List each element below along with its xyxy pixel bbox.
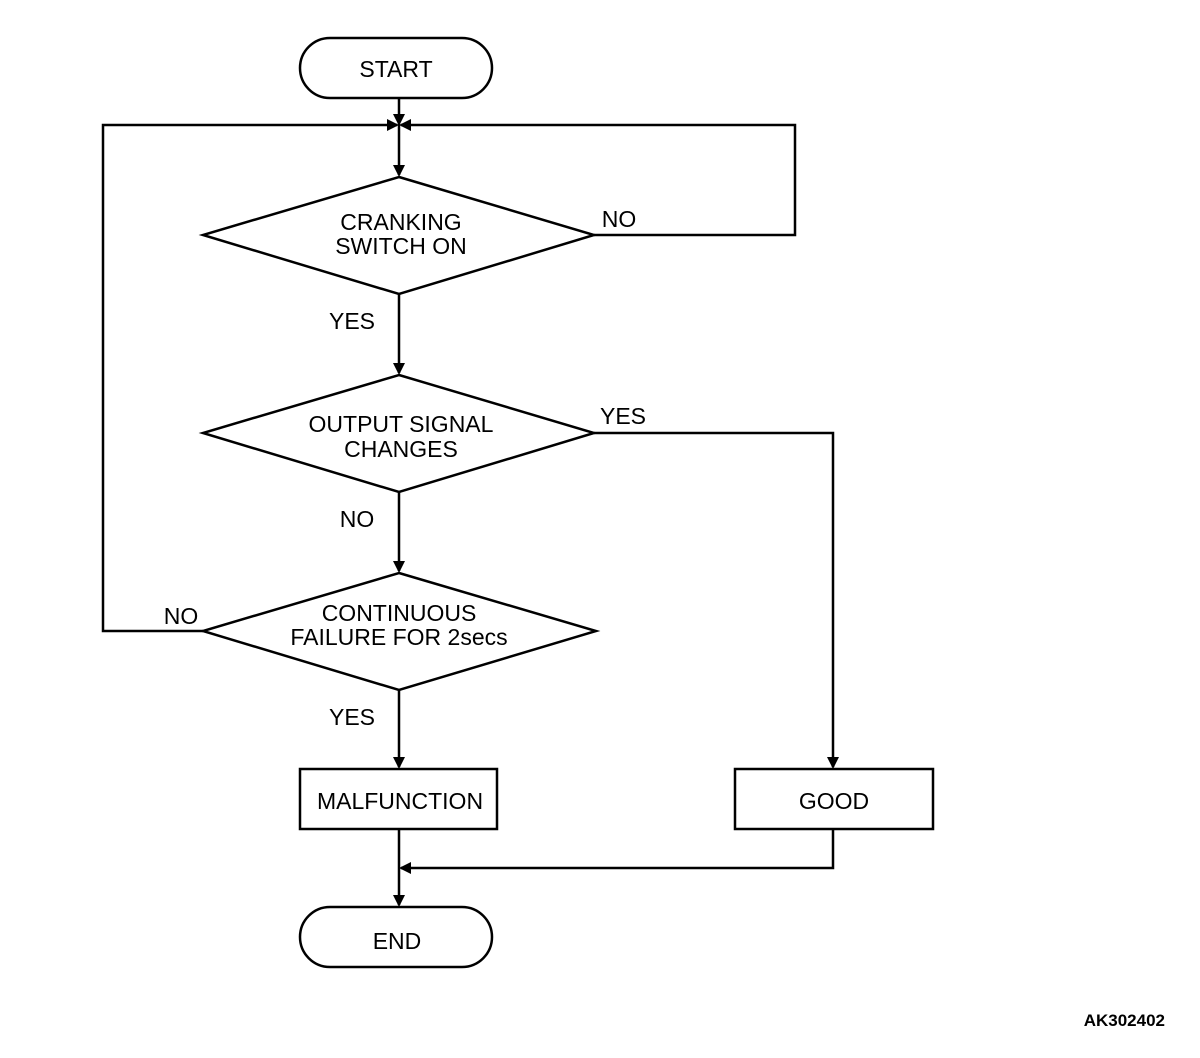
cranking-line1: CRANKING	[340, 209, 461, 235]
cranking-switch-decision: CRANKING SWITCH ON	[198, 175, 599, 296]
continuous-line1: CONTINUOUS	[322, 600, 477, 626]
start-node: START	[298, 36, 494, 100]
cranking-no-label: NO	[602, 206, 637, 232]
end-label: END	[373, 928, 422, 954]
continuous-no-label: NO	[164, 603, 199, 629]
good-node: GOOD	[733, 767, 935, 831]
reference-code: AK302402	[1084, 1011, 1165, 1030]
output-no-label: NO	[340, 506, 375, 532]
malfunction-node: MALFUNCTION	[298, 767, 499, 831]
connectors	[101, 98, 839, 907]
cranking-yes-label: YES	[329, 308, 375, 334]
good-to-end-line	[399, 829, 835, 874]
output-yes-arrow	[594, 431, 839, 769]
output-signal-decision: OUTPUT SIGNAL CHANGES	[198, 373, 599, 494]
cranking-line2: SWITCH ON	[335, 233, 467, 259]
continuous-failure-decision: CONTINUOUS FAILURE FOR 2secs	[198, 571, 601, 692]
malfunction-label: MALFUNCTION	[317, 788, 483, 814]
output-yes-label: YES	[600, 403, 646, 429]
start-label: START	[359, 56, 432, 82]
end-node: END	[298, 905, 494, 969]
continuous-no-loop	[101, 119, 399, 633]
edge-labels: NO YES YES NO NO YES	[164, 206, 646, 730]
cranking-no-loop	[399, 119, 797, 237]
output-line1: OUTPUT SIGNAL	[309, 411, 494, 437]
continuous-line2: FAILURE FOR 2secs	[290, 624, 507, 650]
good-label: GOOD	[799, 788, 869, 814]
output-line2: CHANGES	[344, 436, 458, 462]
continuous-yes-label: YES	[329, 704, 375, 730]
